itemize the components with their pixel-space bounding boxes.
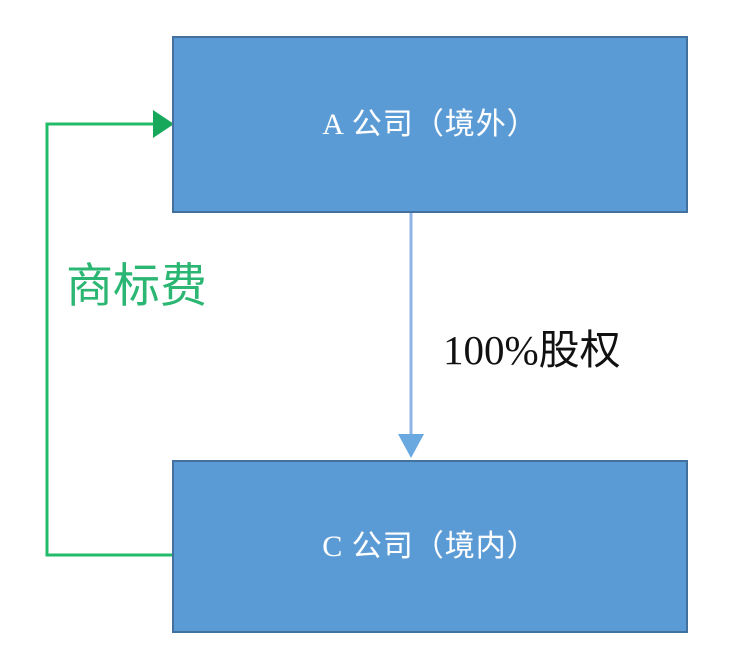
- trademark-fee-edge-label: 商标费: [66, 261, 207, 313]
- equity-edge-label: 100%股权: [443, 327, 621, 373]
- node-company-c-label: C 公司（境内）: [322, 529, 538, 563]
- trademark-fee-arrowhead-icon: [153, 110, 174, 138]
- node-company-a-label: A 公司（境外）: [322, 107, 538, 141]
- node-company-a[interactable]: A 公司（境外）: [172, 36, 688, 213]
- node-company-c[interactable]: C 公司（境内）: [172, 460, 688, 633]
- equity-arrowhead-icon: [398, 434, 424, 458]
- trademark-fee-connector-line: [45, 122, 172, 557]
